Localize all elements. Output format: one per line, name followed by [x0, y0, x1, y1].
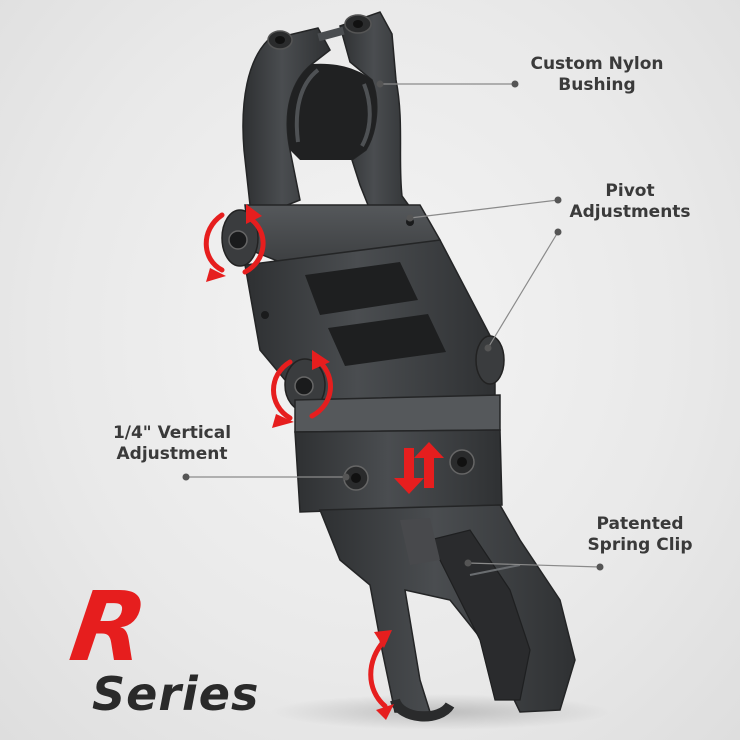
callout-custom-nylon-bushing: Custom Nylon Bushing — [512, 54, 682, 96]
callout-leader-lines — [186, 83, 601, 568]
r-series-logo: R Series — [64, 570, 259, 721]
callout-line-1: Pivot — [605, 181, 655, 201]
spring-clip — [318, 504, 576, 722]
callout-patented-spring-clip: Patented Spring Clip — [570, 514, 710, 556]
callout-vertical-adjustment: 1/4" Vertical Adjustment — [92, 423, 252, 465]
rotate-arrow-icon — [271, 350, 333, 428]
rotate-arrow-icon — [368, 630, 394, 720]
upper-pivot-link — [221, 204, 505, 412]
top-clamp — [242, 11, 417, 215]
callout-line-2: Bushing — [558, 75, 636, 95]
rotate-arrow-icon — [203, 204, 266, 282]
up-down-arrow-icon — [394, 442, 444, 494]
logo-word: Series — [92, 667, 259, 721]
callout-line-1: Patented — [596, 514, 684, 534]
callout-line-2: Spring Clip — [587, 535, 693, 555]
callout-line-2: Adjustment — [116, 444, 228, 464]
callout-pivot-adjustments: Pivot Adjustments — [550, 181, 710, 223]
vertical-adjustment-block — [294, 394, 503, 513]
callout-line-1: 1/4" Vertical — [112, 423, 232, 443]
callout-leader-dots — [182, 80, 604, 571]
callout-line-1: Custom Nylon — [530, 54, 664, 74]
callout-line-2: Adjustments — [569, 202, 691, 222]
logo-letter: R — [64, 570, 154, 682]
